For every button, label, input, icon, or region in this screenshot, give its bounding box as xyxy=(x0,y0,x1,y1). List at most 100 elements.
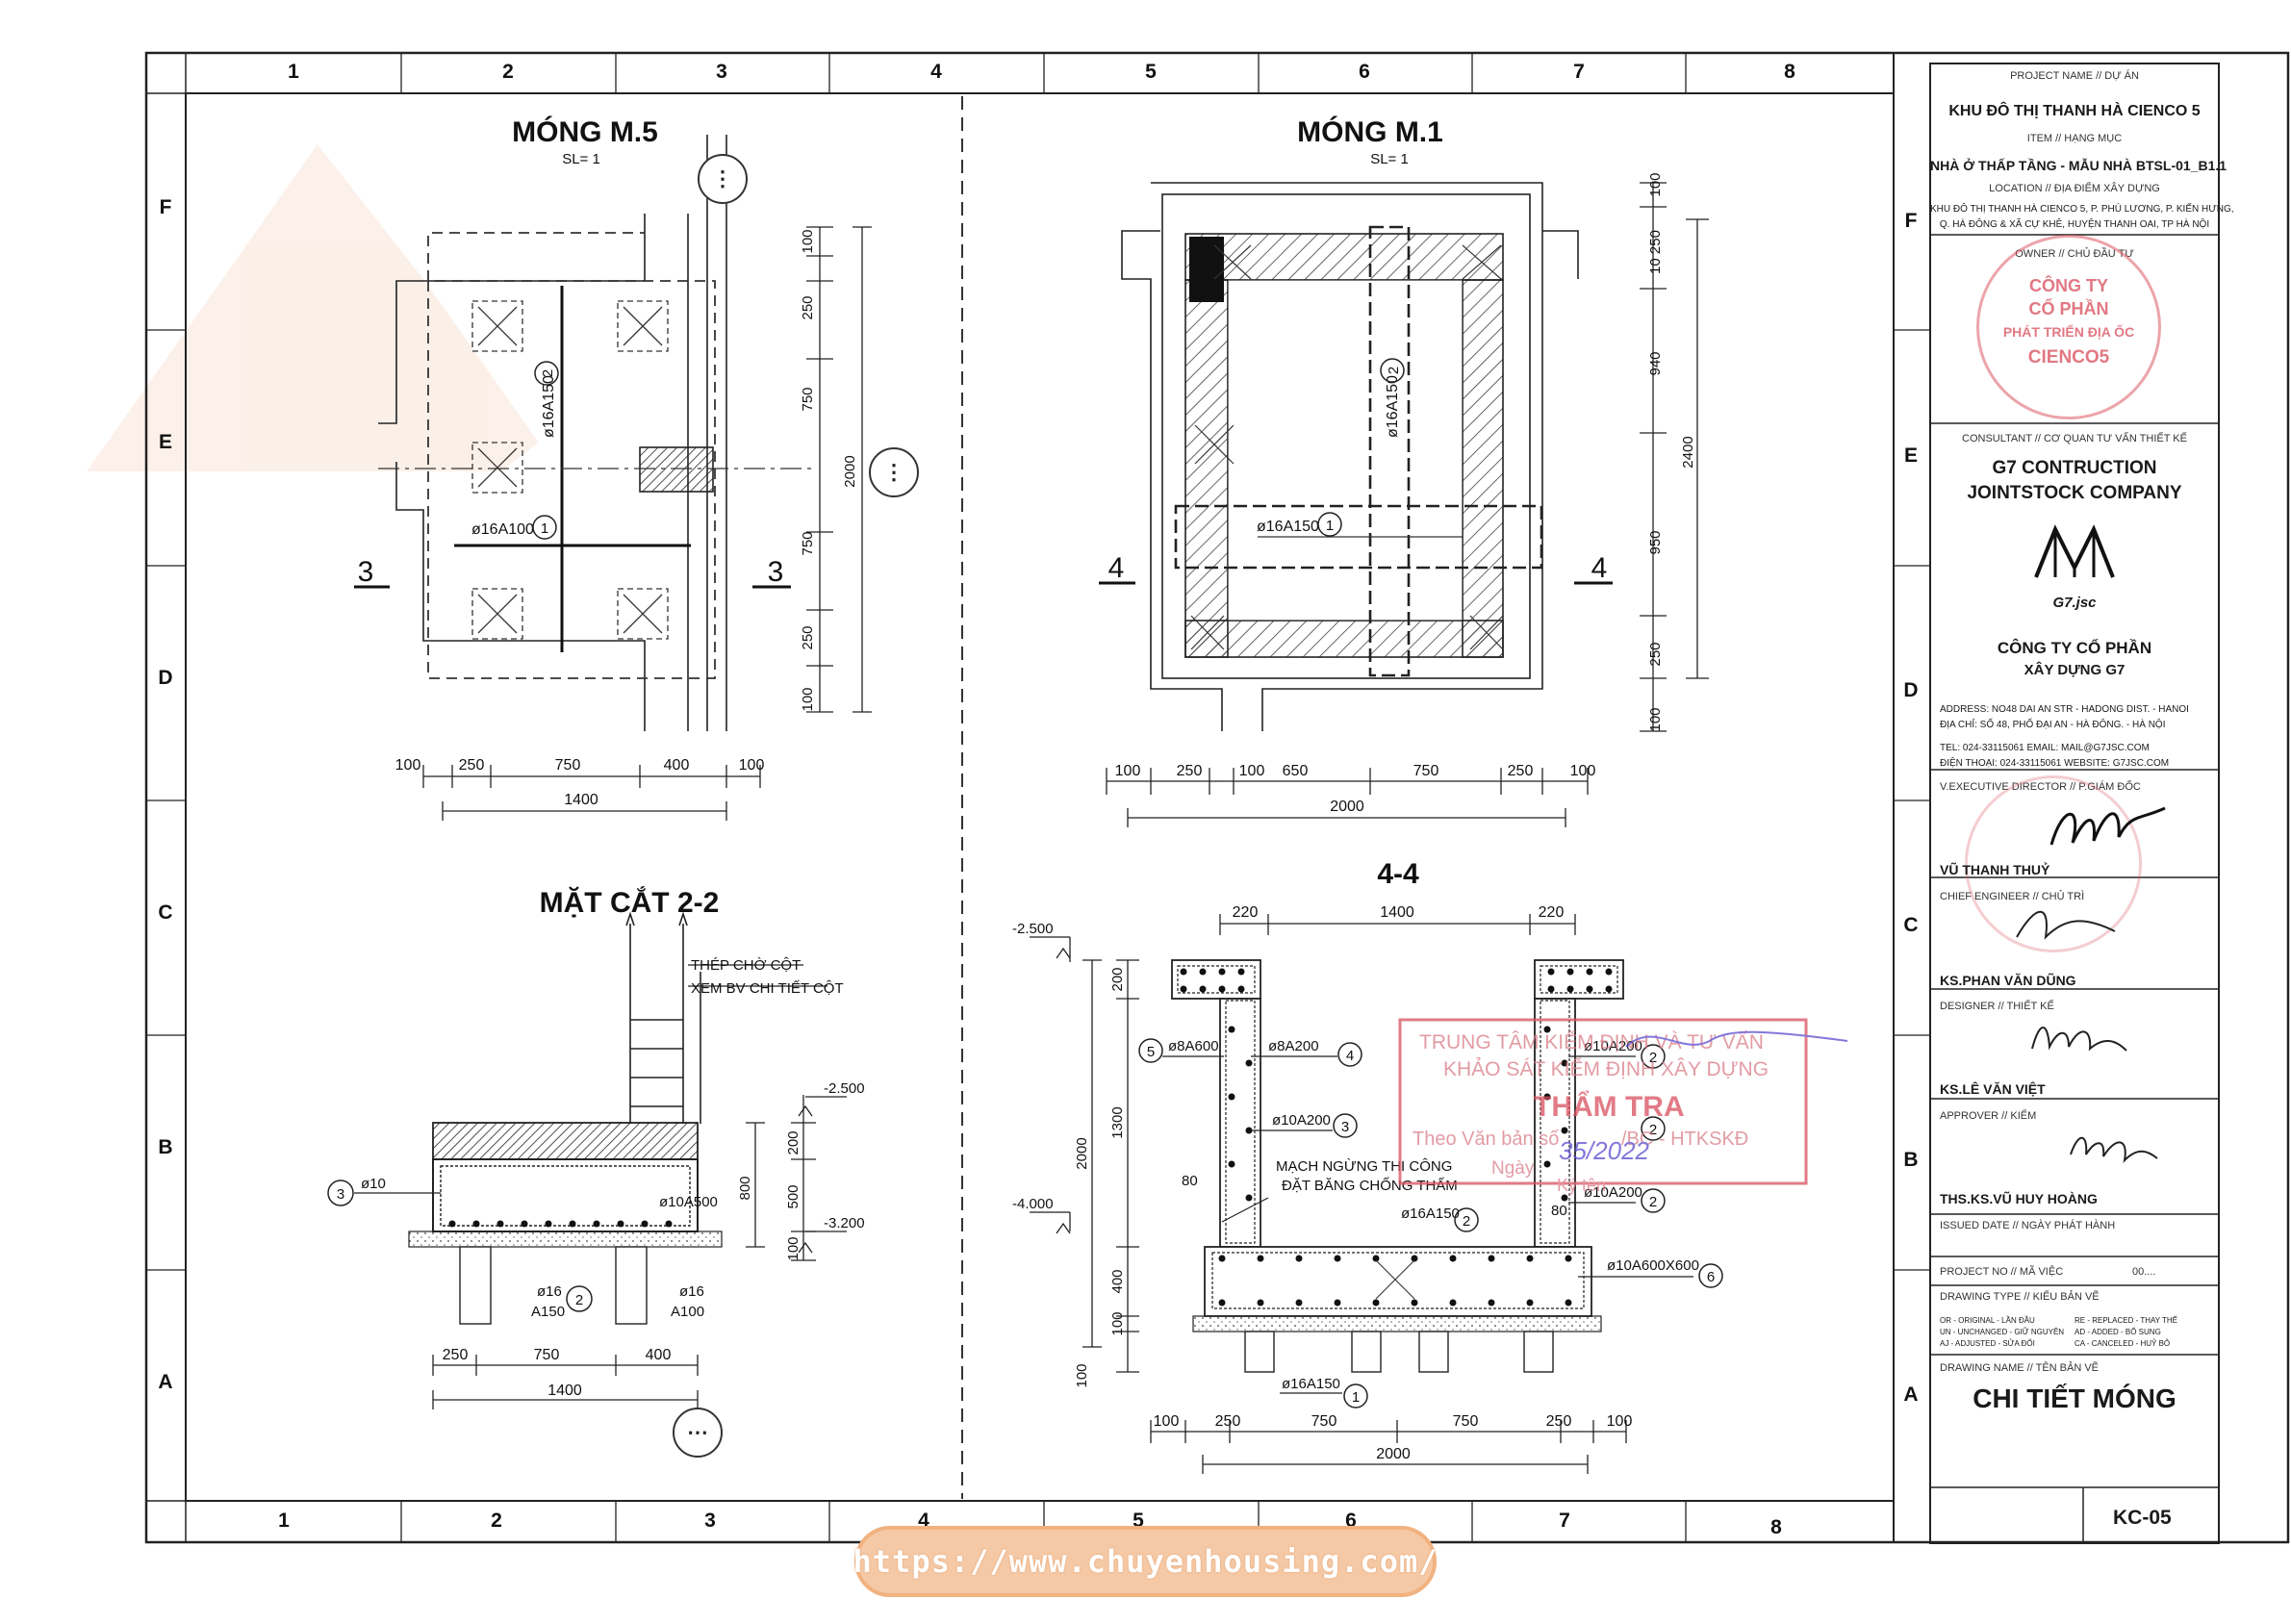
s44-dim-b0: 100 xyxy=(1154,1413,1180,1430)
s44-dim-total: 2000 xyxy=(1376,1446,1411,1462)
m1-dim-r5: 250 xyxy=(1647,642,1664,666)
s44-dim-b1: 250 xyxy=(1215,1413,1241,1430)
m1-dim-b1: 250 xyxy=(1177,763,1203,779)
type-ca: CA - CANCELED - HUỶ BỎ xyxy=(2075,1339,2171,1348)
s44-joint2: ĐẶT BĂNG CHỐNG THẤM xyxy=(1282,1177,1458,1194)
s22-bar-bot-tag: 2 xyxy=(575,1292,583,1308)
approver-label: APPROVER // KIỂM xyxy=(1940,1110,2037,1122)
grid-col-8: 8 xyxy=(1784,61,1795,83)
s44-bar2b-tag: 2 xyxy=(1649,1122,1657,1138)
m5-dim-r0: 100 xyxy=(800,229,816,253)
type-un: UN - UNCHANGED - GIỮ NGUYÊN xyxy=(1940,1328,2065,1336)
s44-dim-l4: 400 xyxy=(1109,1269,1126,1293)
s44-bar-mid: ø16A150 xyxy=(1401,1205,1460,1222)
grid-row-E-right: E xyxy=(1904,444,1918,467)
grid-row-C: C xyxy=(158,901,172,924)
m1-rebar2-tag: 2 xyxy=(1386,367,1402,374)
s44-bar5-tag: 5 xyxy=(1147,1044,1155,1060)
m5-sec-left: 3 xyxy=(358,556,374,588)
s22-d800: 800 xyxy=(737,1176,753,1200)
designer-signature-icon xyxy=(2031,1027,2127,1052)
s44-title: 4-4 xyxy=(1377,858,1419,890)
chief-label: CHIEF ENGINEER // CHỦ TRÌ xyxy=(1940,891,2085,902)
grid-col-6-bottom: 6 xyxy=(1345,1510,1357,1532)
grid-col-5: 5 xyxy=(1145,61,1157,83)
m5-rebar1-tag: 1 xyxy=(541,520,548,537)
m5-dim-b2: 750 xyxy=(555,757,581,774)
grid-row-D: D xyxy=(158,667,172,689)
s22-bar-bot: ø16 xyxy=(537,1283,562,1300)
s44-dim-l5: 100 xyxy=(1109,1311,1126,1335)
grid-row-B-right: B xyxy=(1903,1149,1918,1171)
m1-dim-r1: 10 250 xyxy=(1647,230,1664,274)
m5-sec-right: 3 xyxy=(768,556,784,588)
projno-label: PROJECT NO // MÃ VIỆC xyxy=(1940,1266,2064,1278)
m1-dim-b0: 100 xyxy=(1115,763,1141,779)
m5-more-button-right[interactable]: ⋮ xyxy=(869,447,919,497)
m5-qty: SL= 1 xyxy=(562,151,600,167)
m5-dim-r6: 100 xyxy=(800,687,816,711)
m1-dim-r2: 940 xyxy=(1647,351,1664,375)
grid-row-A-right: A xyxy=(1903,1383,1918,1406)
website-link[interactable]: https://www.chuyenhousing.com/ xyxy=(853,1526,1437,1597)
m1-rebar1-tag: 1 xyxy=(1326,518,1334,534)
stamp-line1: TRUNG TÂM KIỂM ĐỊNH VÀ TƯ VẤN xyxy=(1419,1031,1764,1053)
s22-note1: THÉP CHỜ CỘT xyxy=(691,957,801,974)
s22-bar-right: ø16 xyxy=(679,1283,704,1300)
chief-signature-icon xyxy=(2016,910,2116,940)
m5-dim-r4: 750 xyxy=(800,531,816,555)
titleblock-frame xyxy=(1929,63,2220,1544)
m5-rebar2-tag: 2 xyxy=(540,369,556,377)
s44-dim-b4: 250 xyxy=(1546,1413,1572,1430)
projno-value: 00.... xyxy=(2132,1266,2156,1278)
owner-stamp-line2: CỔ PHẦN xyxy=(2028,299,2109,318)
grid-col-2-bottom: 2 xyxy=(491,1510,502,1532)
s22-dim-b1: 750 xyxy=(534,1347,560,1363)
s44-dim-t0: 220 xyxy=(1233,904,1259,921)
s22-bar-mid: ø10A500 xyxy=(659,1194,718,1210)
more-vert-icon: ⋮ xyxy=(712,166,733,190)
location-line2: Q. HÀ ĐÔNG & XÃ CỰ KHÊ, HUYỆN THANH OAI,… xyxy=(1939,219,2210,230)
s44-bar3-tag: 3 xyxy=(1341,1119,1349,1135)
s22-more-button[interactable]: ⋯ xyxy=(673,1408,723,1458)
s44-bar4-tag: 4 xyxy=(1346,1048,1354,1064)
consultant-name2: JOINTSTOCK COMPANY xyxy=(1967,483,2182,503)
review-stamp: TRUNG TÂM KIỂM ĐỊNH VÀ TƯ VẤN KHẢO SÁT K… xyxy=(1398,1018,1848,1195)
title-block: PROJECT NAME // DỰ ÁN KHU ĐÔ THỊ THANH H… xyxy=(1930,63,2234,1543)
owner-stamp: CÔNG TY CỔ PHẦN PHÁT TRIỂN ĐỊA ỐC CIENCO… xyxy=(1976,235,2161,419)
designer-label: DESIGNER // THIẾT KẾ xyxy=(1940,1001,2054,1012)
m5-dim-b0: 100 xyxy=(395,757,421,774)
s22-note2: XEM BV CHI TIẾT CỘT xyxy=(691,980,844,997)
approver-name: THS.KS.VŨ HUY HOÀNG xyxy=(1940,1191,2098,1206)
s44-lvl2: -4.000 xyxy=(1012,1196,1054,1212)
grid-row-F: F xyxy=(160,196,172,218)
s22-dim-b2: 400 xyxy=(646,1347,672,1363)
project-name: KHU ĐÔ THỊ THANH HÀ CIENCO 5 xyxy=(1948,103,2201,119)
s44-dim-l0: 200 xyxy=(1109,967,1126,991)
m5-dim-r1: 250 xyxy=(800,295,816,319)
grid-row-C-right: C xyxy=(1903,914,1918,936)
m5-dim-b4: 100 xyxy=(739,757,765,774)
watermark-logo xyxy=(87,144,539,471)
s22-bar-left: ø10 xyxy=(361,1176,386,1192)
section-4-4: 4-4 220 1400 220 xyxy=(1012,858,1723,1474)
m5-rebar2-label: ø16A150 xyxy=(541,375,557,438)
m1-title: MÓNG M.1 xyxy=(1297,115,1443,148)
s44-dim-l6: 100 xyxy=(1074,1363,1090,1387)
location-label: LOCATION // ĐỊA ĐIỂM XÂY DỰNG xyxy=(1989,183,2160,194)
s22-bar-right2: A100 xyxy=(671,1304,704,1320)
drawing-name-label: DRAWING NAME // TÊN BẢN VẼ xyxy=(1940,1362,2100,1374)
m5-more-button-top[interactable]: ⋮ xyxy=(698,154,748,204)
stamp-line5: Ngày xyxy=(1491,1158,1535,1179)
s22-bar-bot2: A150 xyxy=(531,1304,565,1320)
m5-dim-total: 1400 xyxy=(564,792,598,808)
stamp-code: /BC - HTKSKĐ xyxy=(1621,1129,1748,1150)
location-line1: KHU ĐÔ THỊ THANH HÀ CIENCO 5, P. PHÚ LƯƠ… xyxy=(1930,204,2234,215)
stamp-line6: Ký tên xyxy=(1557,1176,1606,1195)
s22-bar-left-tag: 3 xyxy=(337,1186,344,1203)
s22-d200: 200 xyxy=(785,1130,802,1155)
s22-lvl1: -2.500 xyxy=(824,1080,865,1097)
director-name: VŨ THANH THUỶ xyxy=(1940,862,2050,877)
m1-sec-right: 4 xyxy=(1591,552,1608,584)
